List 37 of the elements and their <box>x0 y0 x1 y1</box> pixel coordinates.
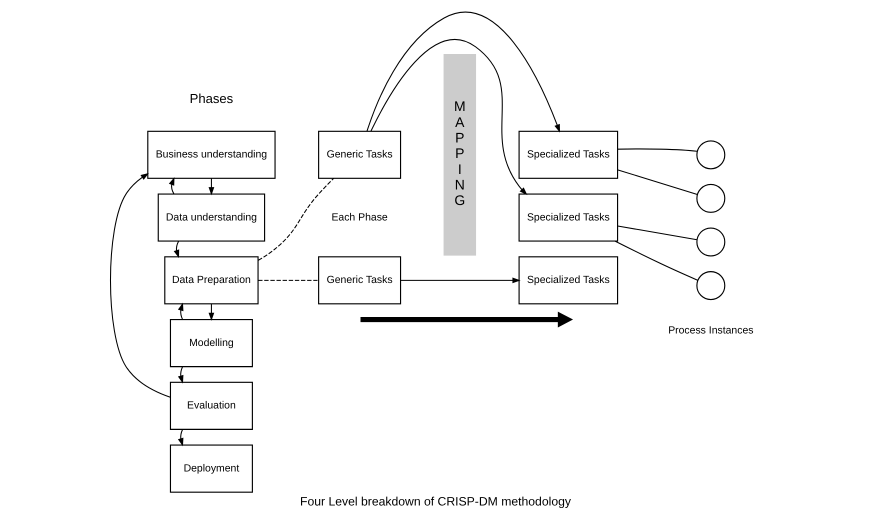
arrow <box>370 39 527 196</box>
connector <box>614 240 698 281</box>
node-box: Modelling <box>169 319 252 368</box>
node-circle <box>696 271 725 300</box>
node-box: Business understanding <box>146 130 276 179</box>
node-box: Data Preparation <box>164 256 258 304</box>
connector <box>258 280 318 281</box>
arrow <box>366 12 560 133</box>
arrow <box>177 302 183 320</box>
node-circle <box>696 184 725 213</box>
node-box: Specialized Tasks <box>518 256 618 304</box>
connector <box>617 169 698 195</box>
node-box: Specialized Tasks <box>518 130 618 179</box>
connector <box>617 148 697 152</box>
arrow <box>168 177 174 194</box>
node-circle <box>696 227 725 256</box>
caption: Four Level breakdown of CRISP-DM methodology <box>300 494 570 508</box>
connector <box>258 178 334 261</box>
node-box: Data understanding <box>157 193 265 242</box>
label: Phases <box>189 90 233 106</box>
arrow <box>400 277 520 284</box>
node-box: Generic Tasks <box>318 130 401 179</box>
arrow <box>177 366 183 384</box>
label: Process Instances <box>668 326 753 337</box>
arrow <box>109 172 170 398</box>
node-circle <box>696 140 725 170</box>
arrow <box>208 304 214 321</box>
node-box: Generic Tasks <box>318 256 401 304</box>
node-box: Specialized Tasks <box>518 193 618 242</box>
node-box: Evaluation <box>169 382 252 430</box>
connector <box>617 225 697 240</box>
node-box: Deployment <box>169 444 252 493</box>
label: Each Phase <box>330 212 388 224</box>
arrow <box>208 178 214 196</box>
arrow <box>177 429 183 446</box>
node-box: MAPPING <box>443 54 476 256</box>
arrow <box>173 241 179 258</box>
